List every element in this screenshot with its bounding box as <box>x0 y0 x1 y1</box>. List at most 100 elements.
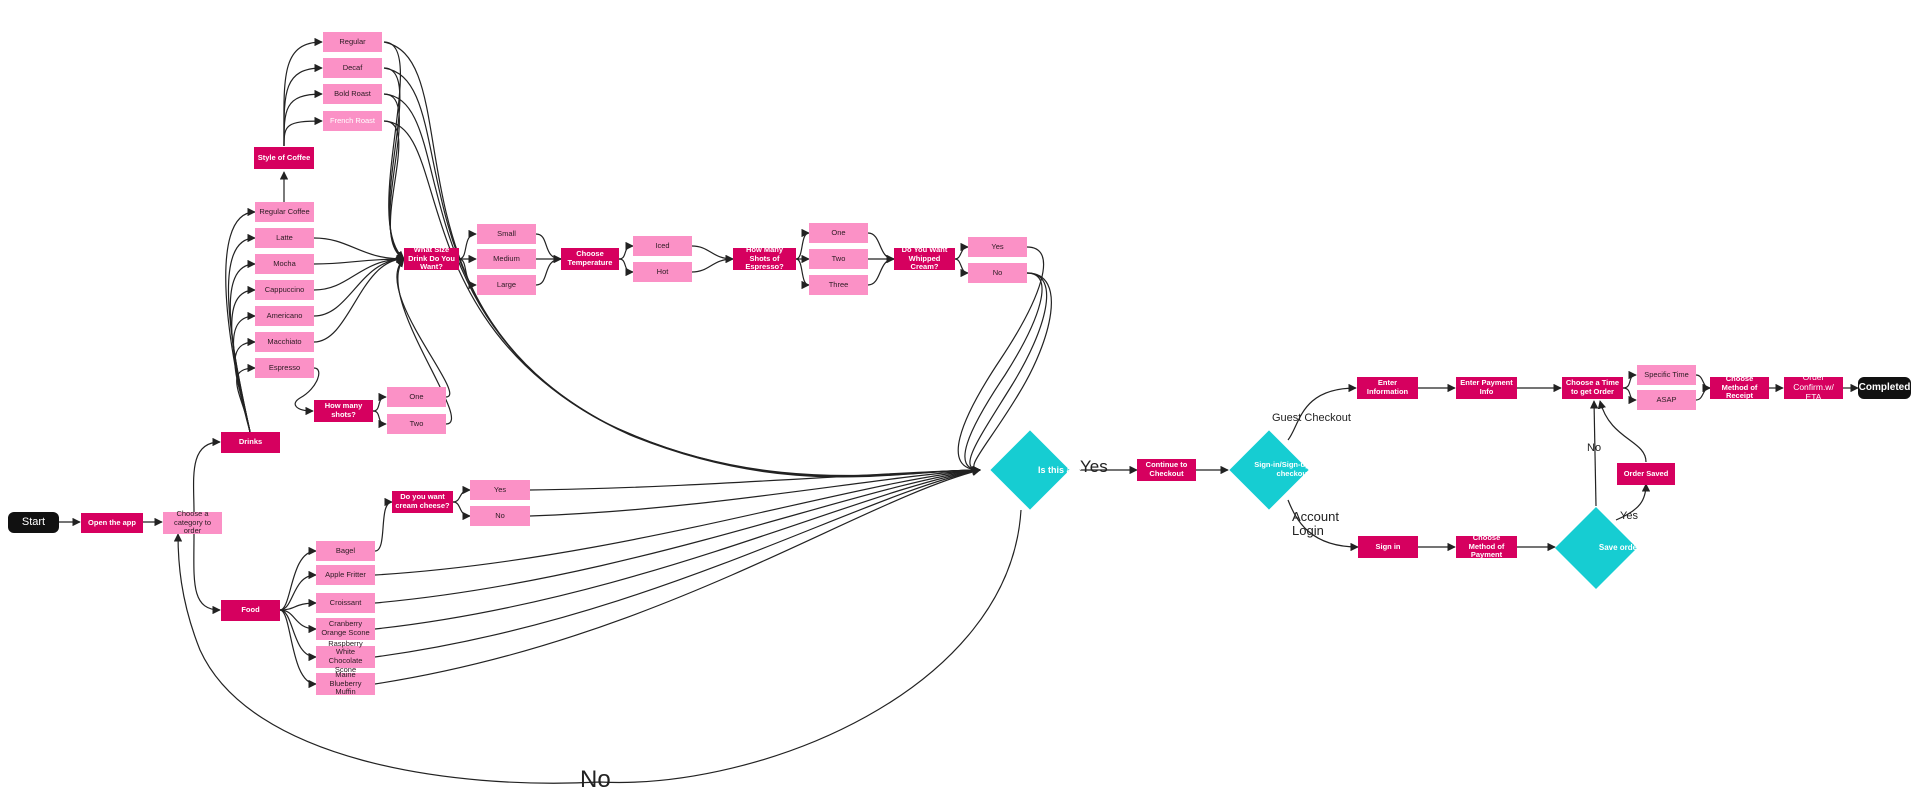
save-no-label: No <box>1587 442 1602 454</box>
cream-cheese-no-node: No <box>470 506 530 526</box>
edge-cappuccino-size <box>313 254 405 291</box>
small-node: Small <box>477 224 536 244</box>
edge-temp-hot <box>618 258 634 277</box>
edge-small-temp <box>535 233 562 264</box>
what-size-node: What Size Drink Do You Want? <box>404 245 459 271</box>
choose-category-node: Choose a category to order <box>163 509 222 535</box>
cranberry-scone-node: Cranberry Orange Scone <box>316 618 375 640</box>
edge-croissant-isall <box>374 466 981 604</box>
iced-node: Iced <box>633 236 692 256</box>
macchiato-node: Macchiato <box>255 332 314 352</box>
yes-main-label: Yes <box>1080 457 1108 476</box>
edge-three-whip <box>867 254 895 286</box>
edge-style-regular <box>283 37 323 147</box>
whip-no-node: No <box>968 263 1027 283</box>
edge-drinks-cappuccino <box>231 285 256 433</box>
espresso-node: Espresso <box>255 358 314 378</box>
sign-in-node: Sign in <box>1358 536 1418 558</box>
bagel-node: Bagel <box>316 541 375 561</box>
edge-latte-size <box>313 237 405 264</box>
edge-time-specific <box>1622 370 1637 389</box>
espresso-one-node: One <box>809 223 868 243</box>
french-roast-node: French Roast <box>323 111 382 131</box>
start-node: Start <box>8 512 59 533</box>
medium-node: Medium <box>477 249 536 269</box>
edge-large-temp <box>535 254 562 286</box>
is-this-all-decision: Is this all? <box>981 430 1082 510</box>
completed-node: Completed <box>1858 377 1911 399</box>
edge-drinks-regular-coffee <box>225 207 256 433</box>
cream-cheese-node: Do you want cream cheese? <box>392 491 453 513</box>
edge-specific-receipt <box>1695 374 1711 393</box>
edge-food-bagel <box>279 546 317 611</box>
edge-time-asap <box>1622 387 1637 405</box>
save-yes-label: Yes <box>1620 510 1638 522</box>
order-confirm-node: Order Confirm.w/ ETA <box>1784 372 1843 402</box>
edge-howmany-one <box>372 392 387 412</box>
open-app-node: Open the app <box>81 513 143 533</box>
shots-one-node: One <box>387 387 446 407</box>
edge-whip-yes <box>954 242 969 260</box>
edge-raspberry-isall <box>374 467 981 658</box>
edge-decaf-size <box>383 67 405 260</box>
edge-cranberry-isall <box>374 467 981 630</box>
shots-two-node: Two <box>387 414 446 434</box>
edge-saved-time <box>1597 400 1647 463</box>
continue-checkout-node: Continue to Checkout <box>1137 459 1196 481</box>
save-order-label: Save order? <box>1598 543 1646 553</box>
edge-drinkitems-isall-a <box>383 41 981 477</box>
edge-drinkitems-isall-c <box>383 93 981 477</box>
edge-food-blueberry <box>279 609 317 689</box>
account-login-label: Account Login <box>1292 509 1350 539</box>
choose-payment-node: Choose Method of Payment <box>1456 533 1517 559</box>
cappuccino-node: Cappuccino <box>255 280 314 300</box>
specific-time-node: Specific Time <box>1637 365 1696 385</box>
cream-cheese-yes-node: Yes <box>470 480 530 500</box>
bold-roast-node: Bold Roast <box>323 84 382 104</box>
edge-regular-size <box>383 41 405 260</box>
espresso-three-node: Three <box>809 275 868 295</box>
edge-food-croissant <box>279 598 317 611</box>
raspberry-scone-node: Raspberry White Chocolate Scone <box>316 639 375 673</box>
save-order-decision: Save order? <box>1554 506 1645 590</box>
order-saved-node: Order Saved <box>1617 463 1675 485</box>
edge-drinks-espresso <box>236 363 256 433</box>
edge-americano-size <box>313 254 405 317</box>
edge-category-food <box>193 532 221 615</box>
croissant-node: Croissant <box>316 593 375 613</box>
edge-isall-no-loop <box>173 509 1022 784</box>
americano-node: Americano <box>255 306 314 326</box>
edge-food-fritter <box>279 570 317 611</box>
edge-whip-no <box>954 258 969 278</box>
edge-howmany-two <box>372 410 387 429</box>
enter-information-node: Enter Information <box>1357 377 1418 399</box>
drinks-node: Drinks <box>221 432 280 453</box>
food-node: Food <box>221 600 280 621</box>
edge-one-whip <box>867 232 895 264</box>
style-of-coffee-node: Style of Coffee <box>254 147 314 169</box>
espresso-two-node: Two <box>809 249 868 269</box>
edge-style-decaf <box>283 63 323 147</box>
whip-yes-node: Yes <box>968 237 1027 257</box>
edge-shots-three <box>795 258 810 290</box>
edge-drinkitems-isall-d <box>383 120 981 478</box>
signin-choice-decision: Sign-in/Sign-up/guest checkout <box>1228 430 1332 510</box>
edge-iced-shots <box>691 245 734 264</box>
edge-drinks-americano <box>232 311 256 433</box>
decaf-node: Decaf <box>323 58 382 78</box>
edge-drinks-latte <box>227 233 256 433</box>
edge-blueberry-isall <box>374 467 981 685</box>
edge-drinks-macchiato <box>234 337 256 433</box>
edge-asap-receipt <box>1695 383 1711 401</box>
choose-receipt-node: Choose Method of Receipt <box>1710 374 1769 400</box>
edge-cream-no <box>452 501 471 521</box>
edge-food-raspberry <box>279 609 317 662</box>
edge-fritter-isall <box>374 466 981 576</box>
mocha-node: Mocha <box>255 254 314 274</box>
regular-roast-node: Regular <box>323 32 382 52</box>
whipped-cream-node: Do You Want Whipped Cream? <box>894 245 955 271</box>
edge-hot-shots <box>691 254 734 273</box>
edge-ccno-isall <box>529 466 981 517</box>
